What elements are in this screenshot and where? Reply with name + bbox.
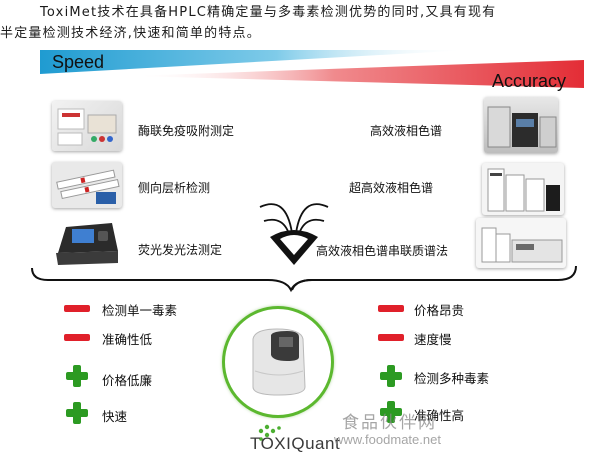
right-feature-4: 准确性高: [414, 408, 465, 423]
hplc-photo: [484, 97, 558, 153]
watermark-name: 食品伙伴网: [342, 413, 437, 433]
intro-line-2: 半定量检测技术经济,快速和简单的特点。: [0, 26, 261, 41]
uhplc-photo: [482, 163, 564, 215]
minus-icon: [64, 305, 90, 312]
toxiquant-logo-icon: [258, 424, 281, 441]
right-feature-2: 速度慢: [414, 332, 452, 347]
lateral-flow-strips-photo: [52, 162, 122, 208]
toxiquant-device-photo: [222, 306, 334, 418]
elisa-kit-photo: [52, 101, 122, 151]
left-brace: [31, 267, 313, 293]
left-feature-2: 准确性低: [102, 332, 153, 347]
right-brace: [291, 265, 577, 291]
brand-name: TOXIQuant: [250, 434, 341, 453]
accuracy-wedge-shape: [130, 60, 584, 88]
intro-text: ToxiMet技术在具备HPLC精确定量与多毒素检测优势的同时,又具有现有 半定…: [0, 2, 604, 44]
minus-icon: [378, 334, 404, 341]
right-feature-1: 价格昂贵: [414, 303, 465, 318]
left-method-3: 荧光发光法测定: [138, 243, 223, 257]
left-feature-3: 价格低廉: [102, 373, 153, 388]
converging-arrows-icon: [259, 203, 329, 265]
plus-icon: [66, 402, 88, 424]
minus-icon: [64, 334, 90, 341]
speed-wedge-shape: [40, 50, 470, 74]
intro-line-1: ToxiMet技术在具备HPLC精确定量与多毒素检测优势的同时,又具有现有: [40, 5, 497, 20]
plus-icon: [380, 365, 402, 387]
left-method-2: 侧向层析检测: [138, 181, 211, 195]
left-feature-4: 快速: [102, 409, 128, 424]
fluorometer-photo: [52, 213, 124, 271]
speed-accuracy-wedge: [40, 50, 584, 88]
minus-icon: [378, 305, 404, 312]
right-method-1: 高效液相色谱: [370, 124, 443, 138]
right-method-3: 高效液相色谱串联质谱法: [316, 244, 449, 258]
left-feature-1: 检测单一毒素: [102, 303, 178, 318]
right-method-2: 超高效液相色谱: [349, 181, 434, 195]
speed-label: Speed: [52, 52, 105, 72]
left-method-1: 酶联免疫吸附测定: [138, 124, 235, 138]
plus-icon: [66, 365, 88, 387]
lcms-photo: [476, 218, 566, 268]
plus-icon: [380, 401, 402, 423]
accuracy-label: Accuracy: [492, 71, 567, 91]
watermark-url: www.foodmate.net: [334, 432, 441, 447]
right-feature-3: 检测多种毒素: [414, 371, 490, 386]
